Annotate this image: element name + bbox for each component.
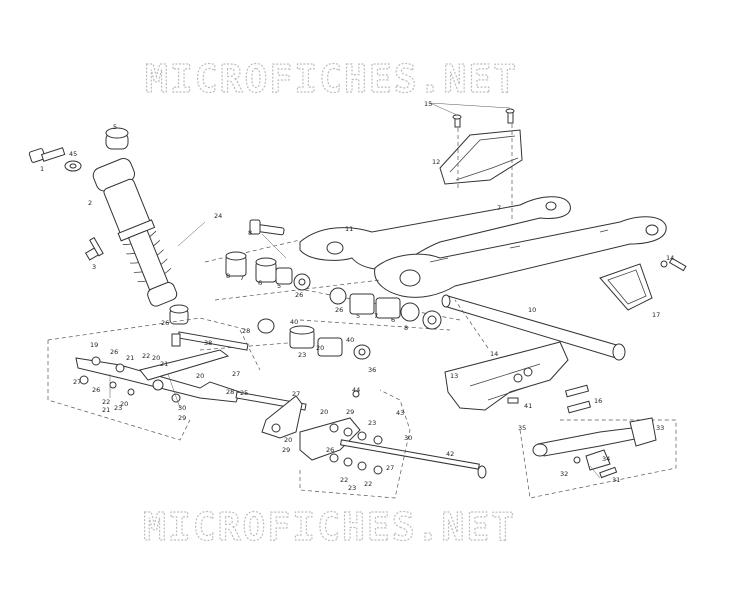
callout-23-right: 23 [368, 419, 376, 427]
watermark-top: MICROFICHES.NET [145, 57, 518, 101]
callout-21-link: 21 [126, 354, 134, 362]
callout-22-lower-b: 22 [364, 480, 372, 488]
rod-assembly-33 [519, 417, 677, 499]
callout-2: 2 [88, 199, 92, 207]
callout-30-low: 30 [178, 404, 186, 412]
callout-14: 14 [490, 350, 498, 358]
callout-22-lower: 22 [340, 476, 348, 484]
callout-45: 45 [69, 150, 77, 158]
callout-20-low: 20 [120, 400, 128, 408]
callout-26-link: 26 [110, 348, 118, 356]
leader-lines [109, 221, 601, 479]
bushing-set-mid [299, 287, 461, 331]
callout-23-low: 23 [114, 404, 122, 412]
bushing-5 [105, 127, 129, 150]
screw-14 [660, 257, 687, 272]
callout-31: 31 [612, 476, 620, 484]
callout-15: 15 [424, 100, 432, 108]
callout-32: 32 [560, 470, 568, 478]
callout-14-right: 14 [666, 254, 674, 262]
shock-body-2 [92, 158, 178, 307]
callout-36: 36 [368, 366, 376, 374]
callout-8-left: 8 [226, 272, 230, 280]
callout-41: 41 [524, 402, 532, 410]
callout-11: 11 [345, 225, 353, 233]
callout-17: 17 [652, 311, 660, 319]
screws-15 [429, 102, 515, 128]
callout-8-mid: 8 [404, 324, 408, 332]
callout-23-lower: 23 [348, 484, 356, 492]
callout-8-upper: 8 [248, 229, 252, 237]
callout-20-arm: 20 [284, 436, 292, 444]
callout-5: 5 [113, 123, 117, 131]
callout-22-low: 22 [102, 398, 110, 406]
callout-27-right: 27 [292, 390, 300, 398]
callout-26-upper: 26 [295, 291, 303, 299]
callout-20-link: 20 [152, 354, 160, 362]
callout-27-mid: 27 [232, 370, 240, 378]
callout-6-upper: 6 [258, 279, 262, 287]
callout-43: 43 [396, 409, 404, 417]
callout-16: 16 [594, 397, 602, 405]
callout-3: 3 [92, 263, 96, 271]
callout-29-arm: 29 [282, 446, 290, 454]
bolts-16-41 [507, 384, 592, 414]
chain-guard-12 [439, 129, 523, 185]
callout-24: 24 [214, 212, 222, 220]
callout-26-mid: 26 [335, 306, 343, 314]
callout-30-right: 30 [404, 434, 412, 442]
callout-7-arm: 7 [497, 204, 501, 212]
callout-29-low: 29 [178, 414, 186, 422]
callout-27-left: 27 [73, 378, 81, 386]
callout-26-low: 26 [92, 386, 100, 394]
callout-13: 13 [450, 372, 458, 380]
linkage-assembly [47, 317, 487, 499]
callout-22-link: 22 [142, 352, 150, 360]
callout-20-mid: 20 [316, 344, 324, 352]
callout-21-low: 21 [102, 406, 110, 414]
bushing-26 [169, 304, 189, 325]
callout-27-lower: 27 [386, 464, 394, 472]
bolt-1 [28, 147, 66, 163]
callout-21-link-b: 21 [160, 360, 168, 368]
callout-5-mid: 5 [356, 312, 360, 320]
watermark-bottom: MICROFICHES.NET [143, 505, 516, 549]
callout-12: 12 [432, 158, 440, 166]
callout-7-upper: 7 [240, 274, 244, 282]
callout-34: 34 [602, 455, 610, 463]
plate-17 [599, 263, 653, 311]
callout-40-right: 40 [346, 336, 354, 344]
callout-6-mid: 6 [391, 316, 395, 324]
callout-26-right: 26 [326, 446, 334, 454]
callout-44: 44 [352, 386, 360, 394]
callout-23-mid: 23 [298, 351, 306, 359]
shock-absorber [28, 127, 189, 325]
dashed-guide-guard [457, 124, 513, 222]
callout-29-right: 29 [346, 408, 354, 416]
callout-10: 10 [528, 306, 536, 314]
bushing-set-upper [204, 219, 381, 301]
bolt-3 [84, 237, 104, 261]
callout-35: 35 [518, 424, 526, 432]
callout-labels: 1 45 5 2 3 24 26 8 8 7 6 5 26 26 5 7 6 8… [40, 100, 674, 492]
callout-20-link-c: 20 [196, 372, 204, 380]
callout-1: 1 [40, 165, 44, 173]
callout-42: 42 [446, 450, 454, 458]
callout-20-right: 20 [320, 408, 328, 416]
callout-5-upper: 5 [277, 282, 281, 290]
callout-28-mid: 28 [226, 388, 234, 396]
callout-38: 38 [204, 339, 212, 347]
axle-10 [441, 294, 626, 361]
callout-33: 33 [656, 424, 664, 432]
callout-40-top: 40 [290, 318, 298, 326]
callout-7-mid: 7 [374, 312, 378, 320]
bracket-13 [444, 299, 569, 411]
callout-19: 19 [90, 341, 98, 349]
callout-28: 28 [242, 327, 250, 335]
swingarm-11 [299, 196, 667, 298]
callout-26-shock: 26 [161, 319, 169, 327]
callout-25: 25 [240, 389, 248, 397]
